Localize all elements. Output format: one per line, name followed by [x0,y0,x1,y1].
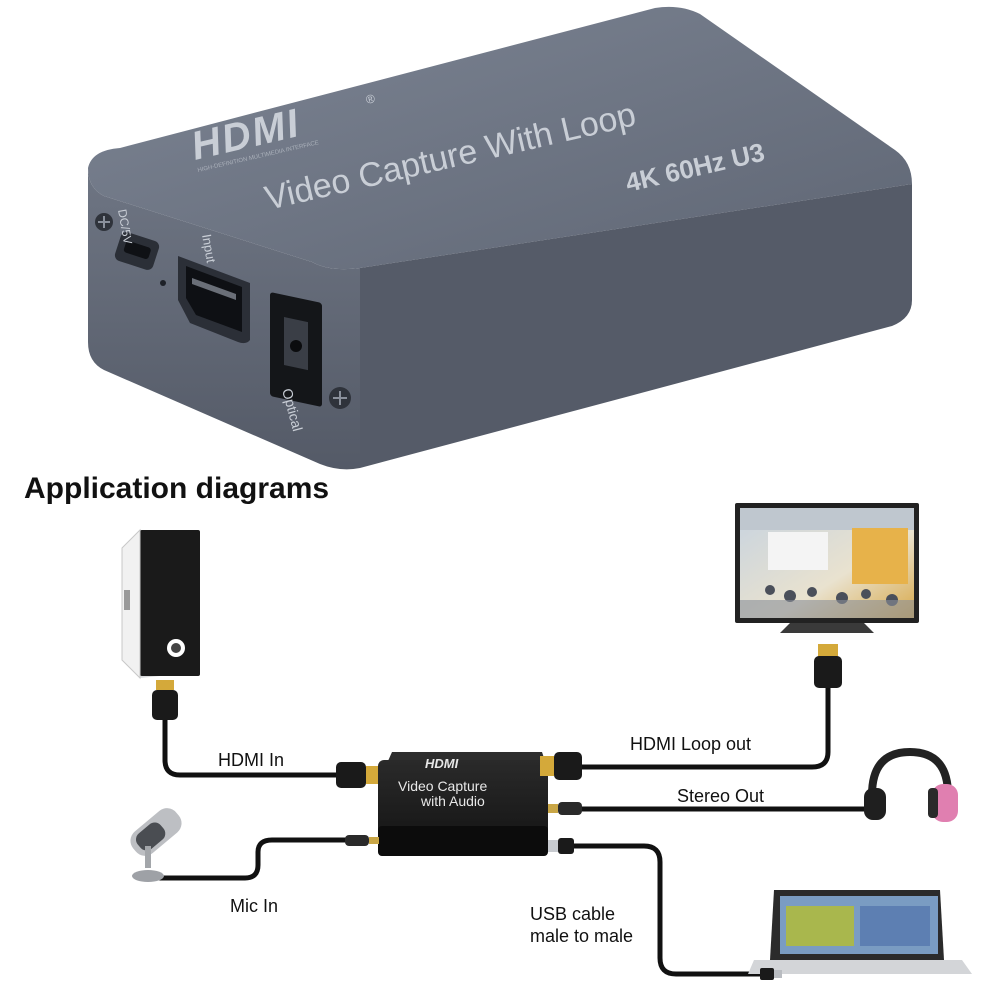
hdmi-loop-out-label: HDMI Loop out [630,734,751,754]
diagram-heading: Application diagrams [24,472,329,505]
audio-jack-icon [345,835,379,846]
hdmi-input-port-icon [178,256,250,344]
hdmi-plug-icon [814,644,842,688]
device-title-line1: Video Capture [398,778,487,794]
brand-mark: ® [365,91,377,107]
headphones-icon [864,747,958,822]
led-icon [160,280,166,286]
hdmi-plug-icon [152,680,178,720]
stereo-out-label: Stereo Out [677,786,764,806]
capture-box-top [88,6,912,270]
optical-port-icon [270,292,322,407]
hdmi-plug-icon [540,752,582,780]
hdmi-in-cable [162,717,339,778]
usb-cable [569,843,767,977]
mic-in-label: Mic In [230,896,278,916]
capture-box-right-side [360,184,912,468]
device-brand-logo: HDMI [425,756,459,771]
usb-cable-label-line2: male to male [530,926,633,946]
microphone-icon [130,808,182,882]
capture-box: HDMI ® HIGH-DEFINITION MULTIMEDIA INTERF… [88,6,912,470]
input-port-label: Input [199,233,219,264]
audio-jack-icon [548,802,582,815]
dc-port-label: DC/5V [115,208,135,245]
source-device-icon [121,528,200,680]
hdmi-in-label: HDMI In [218,750,284,770]
laptop-icon [748,890,972,974]
hdmi-loop-out-cable [577,685,831,770]
usb-plug-icon [760,968,782,980]
tv-monitor-icon [735,503,919,633]
device-title-line2: with Audio [420,793,485,809]
mic-in-cable [157,837,348,881]
capture-device: HDMI Video Capture with Audio [378,752,548,856]
usb-plug-icon [548,838,574,854]
dc-port-icon [114,232,160,270]
usb-cable-label-line1: USB cable [530,904,615,924]
hdmi-plug-icon [336,762,378,788]
